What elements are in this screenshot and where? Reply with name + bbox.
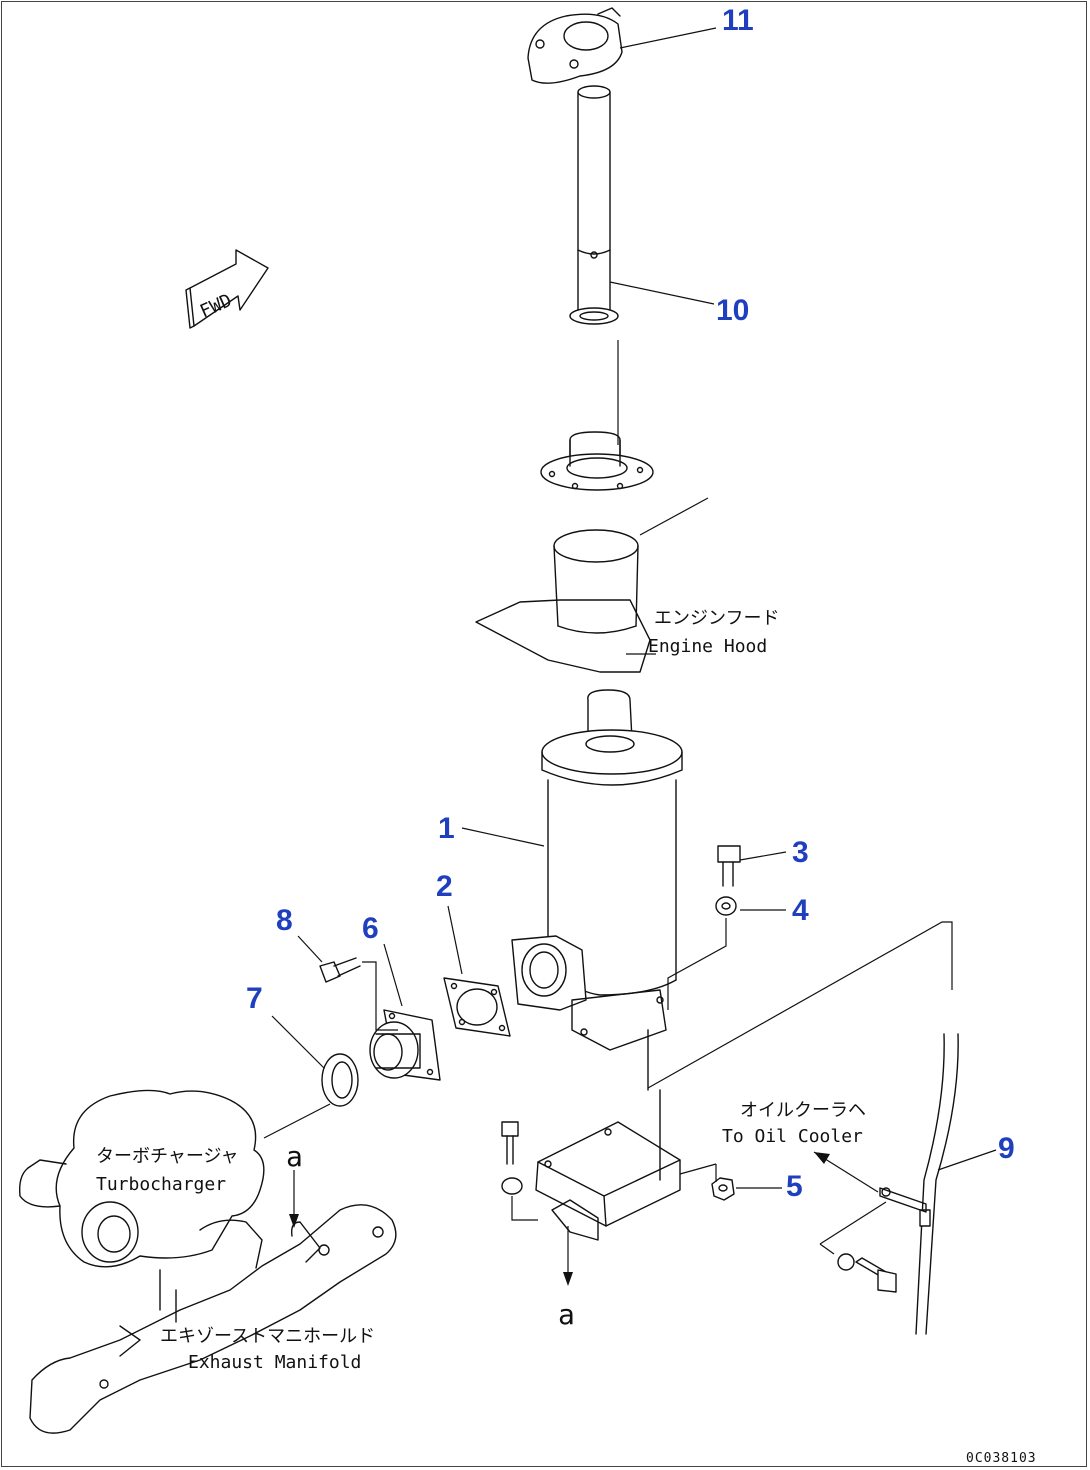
turbocharger-en: Turbocharger xyxy=(96,1174,226,1195)
bracket-bolt xyxy=(501,1121,538,1221)
callout-6: 6 xyxy=(362,912,379,945)
ref-a-top: a xyxy=(286,1140,303,1173)
fwd-arrow-icon: FWD xyxy=(185,249,269,329)
callout-10: 10 xyxy=(716,294,749,327)
callout-8: 8 xyxy=(276,904,293,937)
exhaust-manifold-en: Exhaust Manifold xyxy=(188,1352,361,1373)
notes: エンジンフード Engine Hood オイルクーラヘ To Oil Coole… xyxy=(96,608,1037,1466)
pipe-clamp-bolt xyxy=(819,1201,897,1293)
nut-5 xyxy=(711,1177,735,1201)
flanged-tube xyxy=(540,431,654,491)
drawing-code: 0C038103 xyxy=(966,1451,1037,1466)
exhaust-pipe xyxy=(569,85,619,325)
turbocharger-jp: ターボチャージャ xyxy=(96,1146,239,1167)
engine-hood-en: Engine Hood xyxy=(648,636,767,657)
turbocharger xyxy=(18,1089,265,1269)
engine-hood-collar xyxy=(475,529,651,673)
clamp-axis xyxy=(263,1103,331,1139)
callout-2: 2 xyxy=(436,870,453,903)
oil-pipe-9 xyxy=(879,1033,959,1335)
leader-lines xyxy=(271,27,997,1189)
bolt-3-axis xyxy=(667,918,727,1010)
engine-hood-jp: エンジンフード xyxy=(654,608,779,629)
gasket-2 xyxy=(443,977,511,1037)
ref-a-bottom: a xyxy=(558,1298,575,1331)
callout-7: 7 xyxy=(246,982,263,1015)
callout-9: 9 xyxy=(998,1132,1015,1165)
clamp-7 xyxy=(321,1053,359,1107)
bolt-8 xyxy=(319,957,361,983)
callout-3: 3 xyxy=(792,836,809,869)
support-bracket xyxy=(535,1029,681,1241)
washer-4 xyxy=(715,896,737,916)
muffler xyxy=(511,689,683,1051)
callout-1: 1 xyxy=(438,812,455,845)
callout-5: 5 xyxy=(786,1170,803,1203)
callout-4: 4 xyxy=(792,894,809,927)
bolt-3 xyxy=(717,845,741,887)
oil-cooler-jp: オイルクーラヘ xyxy=(740,1100,866,1121)
callout-11: 11 xyxy=(722,4,754,37)
rain-cap xyxy=(527,7,623,84)
flange-adapter-6 xyxy=(369,1009,441,1081)
exhaust-manifold xyxy=(29,1204,397,1434)
oil-cooler-en: To Oil Cooler xyxy=(722,1126,863,1147)
pipe-9-axis xyxy=(647,921,953,1089)
hood-leader xyxy=(639,497,709,536)
nut-5-axis xyxy=(679,1163,717,1182)
callouts: 11 10 1 2 3 4 5 6 7 8 9 xyxy=(246,4,1015,1203)
bolt-8-axis xyxy=(362,961,398,1031)
exhaust-manifold-jp: エキゾーストマニホールド xyxy=(160,1326,375,1347)
